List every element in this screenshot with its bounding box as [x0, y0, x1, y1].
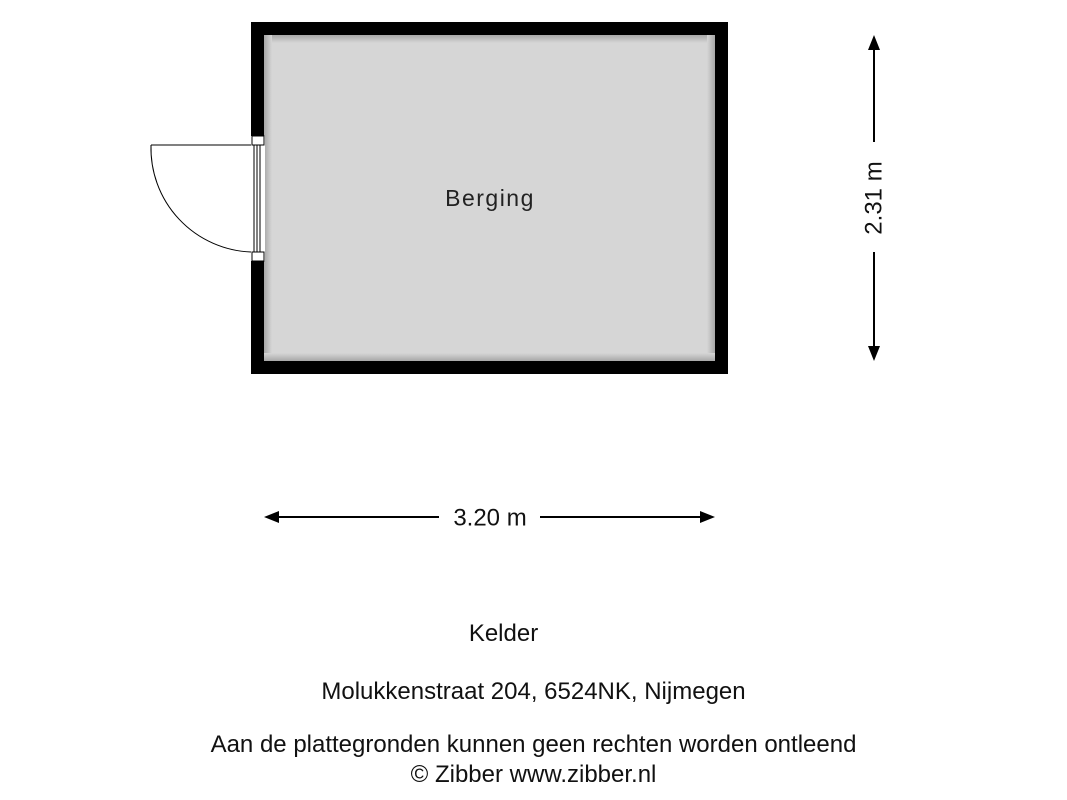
floor-shadow-right [707, 35, 715, 361]
room-floor [264, 35, 715, 361]
copyright: © Zibber www.zibber.nl [410, 761, 657, 788]
height-arrow-up [868, 35, 880, 50]
height-dimension: 2.31 m [861, 35, 888, 361]
door [150, 135, 265, 262]
height-dimension-label: 2.31 m [861, 161, 888, 234]
height-arrow-down [868, 346, 880, 361]
room-label: Berging [445, 185, 535, 211]
floor-name: Kelder [468, 620, 539, 647]
width-dimension: 3.20 m [264, 505, 715, 532]
address: Molukkenstraat 204, 6524NK, Nijmegen [321, 678, 746, 705]
door-swing-arc [150, 144, 252, 253]
width-arrow-right [700, 511, 715, 523]
floor-shadow-top [264, 35, 715, 43]
width-arrow-left [264, 511, 279, 523]
width-dimension-label: 3.20 m [453, 505, 526, 532]
floor-shadow-left [264, 35, 272, 361]
door-jamb-bottom [251, 251, 265, 262]
door-jamb-top [251, 135, 265, 146]
floor-shadow-bottom [264, 353, 715, 361]
disclaimer: Aan de plattegronden kunnen geen rechten… [210, 731, 857, 758]
